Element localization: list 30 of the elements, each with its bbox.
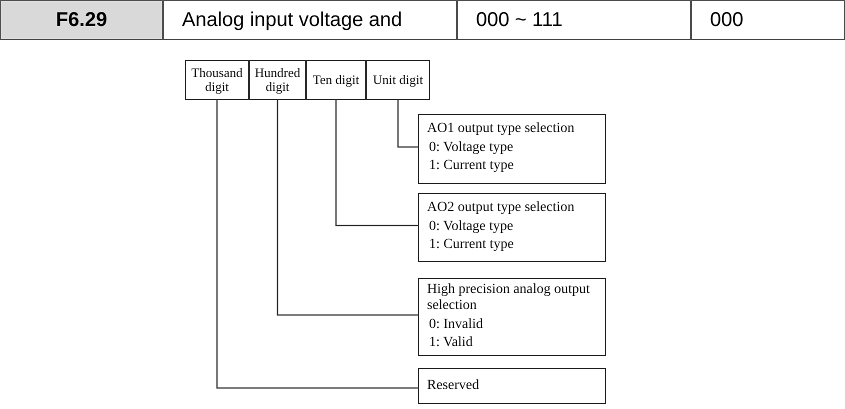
digit-label: Ten digit — [312, 73, 360, 87]
option-value: 0: Voltage type — [428, 139, 514, 157]
connector-line — [216, 100, 418, 389]
table-cell: F6.29 — [0, 0, 163, 40]
table-cell: 000 — [691, 0, 845, 40]
option-value: 0: Invalid — [428, 316, 484, 334]
option-value: 1: Current type — [428, 236, 515, 254]
digit-box — [366, 60, 430, 100]
table-cell: Analog input voltage and — [163, 0, 457, 40]
connector-line — [335, 100, 418, 226]
connector-line — [397, 100, 418, 148]
option-title: Reserved — [427, 378, 480, 394]
option-box — [418, 114, 606, 184]
option-value: 1: Current type — [428, 157, 515, 175]
option-value: 1: Valid — [428, 334, 474, 352]
option-title: High precision analog output selection — [427, 282, 591, 314]
option-box — [418, 193, 606, 262]
digit-box — [306, 60, 366, 100]
digit-box — [185, 60, 249, 100]
digit-box — [249, 60, 306, 100]
option-title: AO1 output type selection — [427, 120, 576, 138]
option-box — [418, 368, 606, 404]
option-title: AO2 output type selection — [427, 199, 576, 217]
digit-label: Thousand digit — [190, 66, 244, 94]
digit-label: Hundred digit — [254, 66, 302, 94]
option-box — [418, 278, 606, 356]
table-cell: 000 ~ 111 — [457, 0, 691, 40]
option-value: 0: Voltage type — [428, 218, 514, 236]
connector-line — [276, 100, 418, 316]
digit-label: Unit digit — [372, 73, 424, 87]
